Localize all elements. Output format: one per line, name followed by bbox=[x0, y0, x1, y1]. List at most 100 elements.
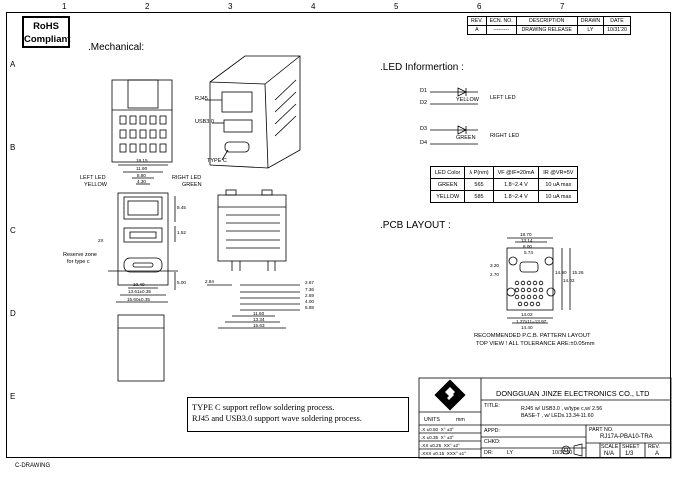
dim-4-30: 4.30 bbox=[137, 179, 146, 184]
rohs-badge: RoHS Compliant bbox=[22, 16, 70, 48]
tol-x: .X bbox=[421, 427, 426, 432]
tol-xxdeg-val: ±2° bbox=[452, 443, 460, 448]
units-label: UNITS bbox=[424, 417, 440, 423]
led-row-vf: 1.8~2.4 V bbox=[492, 178, 540, 191]
left-led-info-label: LEFT LED bbox=[490, 95, 516, 101]
tol-xdeg: X° bbox=[440, 435, 446, 440]
pcb-dim-8-00: 8.00 bbox=[523, 244, 532, 249]
title-line-1: RJ45 w/ USB3.0 , w/type c,w/ 2.56 bbox=[521, 406, 603, 412]
dim-10-40: 10.40 bbox=[133, 282, 145, 287]
dim-2-84: 2.84 bbox=[205, 279, 214, 284]
dim-7-36: 7.36 bbox=[305, 287, 314, 292]
date-cell: 10/31'20 bbox=[603, 25, 631, 35]
col-label-4: 4 bbox=[311, 2, 316, 11]
tolerance-table: .X ±0.50 X° ±3° .X ±0.35 X° ±3° .XX ±0.2… bbox=[421, 426, 466, 458]
col-label-1: 1 bbox=[62, 2, 67, 11]
part-no-label: PART NO. bbox=[589, 427, 614, 433]
rj45-port bbox=[123, 196, 163, 220]
scale-label: SCALE bbox=[601, 444, 619, 450]
title-label: TITLE: bbox=[484, 403, 500, 409]
led-row-wavelength: 565 bbox=[464, 178, 494, 191]
row-label-c: C bbox=[10, 226, 16, 235]
col-label-3: 3 bbox=[228, 2, 233, 11]
dim-5-88: 5.88 bbox=[305, 305, 314, 310]
right-led-green-label: GREEN bbox=[182, 182, 202, 188]
reserve-zone-label: Reserve zone bbox=[63, 252, 97, 258]
left-led-label: LEFT LED bbox=[80, 175, 106, 181]
pcb-dim-13-97: 1.27x11=13.97 bbox=[516, 319, 547, 324]
dim-8-45: 8.45 bbox=[177, 205, 186, 210]
led-row-color: GREEN bbox=[429, 178, 466, 191]
pcb-dim-14-40: 14.40 bbox=[521, 325, 533, 330]
rohs-line2: Compliant bbox=[24, 34, 71, 45]
iso-rj45 bbox=[221, 91, 253, 113]
process-notes: TYPE C support reflow soldering process.… bbox=[187, 397, 409, 432]
pcb-dim-14-02b: 14.02 bbox=[521, 312, 533, 317]
tol-xx-val: ±0.25 bbox=[429, 443, 442, 448]
tol-x-val: ±0.50 bbox=[426, 427, 439, 432]
tol-x: .X bbox=[421, 435, 426, 440]
led-heading: .LED Informertion : bbox=[380, 62, 464, 73]
typec-label: TYPE C bbox=[207, 158, 227, 164]
rj45-label: RJ45 bbox=[195, 96, 208, 102]
led-row-ir: 10 uA max bbox=[538, 178, 579, 191]
iso-body bbox=[209, 55, 301, 169]
pcb-mount-hole-right bbox=[544, 256, 554, 266]
rev-label: REV. bbox=[648, 444, 660, 450]
tol-xdeg-val: ±3° bbox=[446, 435, 454, 440]
dim-2x: 2X bbox=[98, 238, 104, 243]
pcb-mount-hole-left bbox=[508, 256, 518, 266]
sheet-value: 1/3 bbox=[625, 451, 634, 457]
mechanical-heading: .Mechanical: bbox=[88, 42, 145, 53]
row-label-e: E bbox=[10, 392, 16, 401]
dim-19-15: 19.15 bbox=[136, 158, 148, 163]
d1-label: D1 bbox=[420, 88, 428, 94]
note-line-1: TYPE C support reflow soldering process. bbox=[192, 403, 335, 412]
row-label-b: B bbox=[10, 143, 16, 152]
yellow-led-symbol bbox=[457, 87, 467, 97]
tol-xxx: .XXX bbox=[421, 451, 432, 456]
projection-symbol bbox=[561, 443, 583, 457]
pcb-title: RECOMMENDED P.C.B. PATTERN LAYOUT bbox=[474, 333, 591, 339]
col-label-5: 5 bbox=[394, 2, 399, 11]
pcb-dim-5-74: 5.74 bbox=[524, 250, 533, 255]
dim-13-61: 13.61±0.35 bbox=[128, 289, 151, 294]
dim-8-80: 8.80 bbox=[137, 173, 146, 178]
ir-header: IR @VR=5V bbox=[538, 166, 579, 179]
dim-5-00: 5.00 bbox=[177, 280, 186, 285]
right-led-label: RIGHT LED bbox=[172, 175, 202, 181]
dim-15-60: 15.60±0.35 bbox=[127, 297, 150, 302]
pcb-subtitle: TOP VIEW ! ALL TOLERANCE ARE:±0.05mm bbox=[476, 341, 595, 347]
tol-xxxdeg-val: ±1° bbox=[459, 451, 467, 456]
led-row-vf: 1.8~2.4 V bbox=[492, 190, 540, 203]
tol-xxxdeg: XXX° bbox=[446, 451, 458, 456]
d3-label: D3 bbox=[420, 126, 428, 132]
led-color-header: LED Color bbox=[429, 166, 466, 179]
pcb-outline bbox=[506, 247, 554, 311]
led-row-ir: 10 uA max bbox=[538, 190, 579, 203]
dim-11-60: 11.60 bbox=[253, 311, 265, 316]
revision-table: REV. ECN. NO. DESCRIPTION DRAWN DATE A -… bbox=[467, 16, 631, 35]
reserve-zone-type-c-label: for type c bbox=[67, 259, 90, 265]
left-led-yellow-label: YELLOW bbox=[84, 182, 107, 188]
led-row-wavelength: 585 bbox=[464, 190, 494, 203]
vf-header: VF @IF=20mA bbox=[492, 166, 540, 179]
pcb-dim-2-70: 2.70 bbox=[490, 272, 499, 277]
wavelength-header: λ P(nm) bbox=[464, 166, 494, 179]
d2-label: D2 bbox=[420, 100, 428, 106]
dim-13-34: 13.34 bbox=[253, 317, 265, 322]
side-view-body bbox=[217, 194, 287, 262]
dr-label: DR: bbox=[484, 450, 494, 456]
pcb-dim-15-26: 15.26 bbox=[572, 270, 584, 275]
iso-typec bbox=[224, 141, 250, 153]
dim-4-00: 4.00 bbox=[305, 299, 314, 304]
part-no-value: RJ17A-PBA10-TRA bbox=[600, 434, 653, 440]
green-led-label: GREEN bbox=[456, 135, 476, 141]
usb-port bbox=[123, 227, 163, 243]
drawing-tag: C-DRAWING bbox=[15, 463, 51, 469]
col-label-6: 6 bbox=[477, 2, 482, 11]
rear-pin-grid bbox=[119, 115, 167, 153]
drawn-cell: LY bbox=[576, 25, 605, 35]
tol-xxdeg: XX° bbox=[443, 443, 452, 448]
tol-xx: .XX bbox=[421, 443, 429, 448]
